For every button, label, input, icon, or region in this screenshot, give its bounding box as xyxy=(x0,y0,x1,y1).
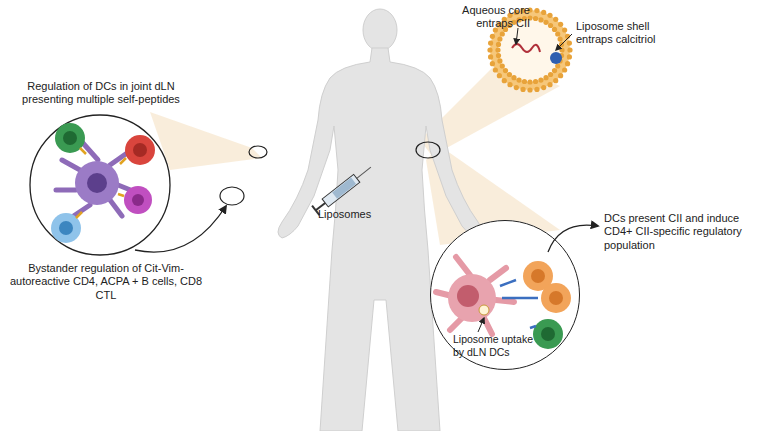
annotation-label: Bystander regulation of Cit-Vim-autoreac… xyxy=(6,262,206,302)
annotation-label: Liposomes xyxy=(318,208,398,221)
zoom-wedge xyxy=(150,112,262,170)
annotation-label: Regulation of DCs in joint dLN presentin… xyxy=(6,80,196,107)
joint-dln-circle xyxy=(30,115,170,255)
joint-marker xyxy=(220,187,244,205)
lymph-node-circle: Liposome uptake by dLN DCs xyxy=(430,220,580,370)
node-text: Liposome uptake by dLN DCs xyxy=(453,333,537,358)
leader-arrow xyxy=(556,34,572,50)
leader-arrow xyxy=(516,28,518,44)
human-silhouette xyxy=(278,9,482,431)
annotation-label: Aqueous core entraps CII xyxy=(440,4,530,31)
dc-cluster xyxy=(51,123,155,243)
leader-arrow xyxy=(478,318,484,332)
arrow xyxy=(548,225,598,252)
annotation-label: Liposome shell entraps calcitriol xyxy=(576,20,676,47)
annotation-label: DCs present CII and induce CD4+ CII-spec… xyxy=(604,212,756,252)
dln-circle-fill xyxy=(430,220,580,370)
arrow xyxy=(135,206,226,252)
joint-marker xyxy=(249,146,267,158)
syringe xyxy=(312,162,375,215)
lymph-node-marker xyxy=(416,142,440,158)
